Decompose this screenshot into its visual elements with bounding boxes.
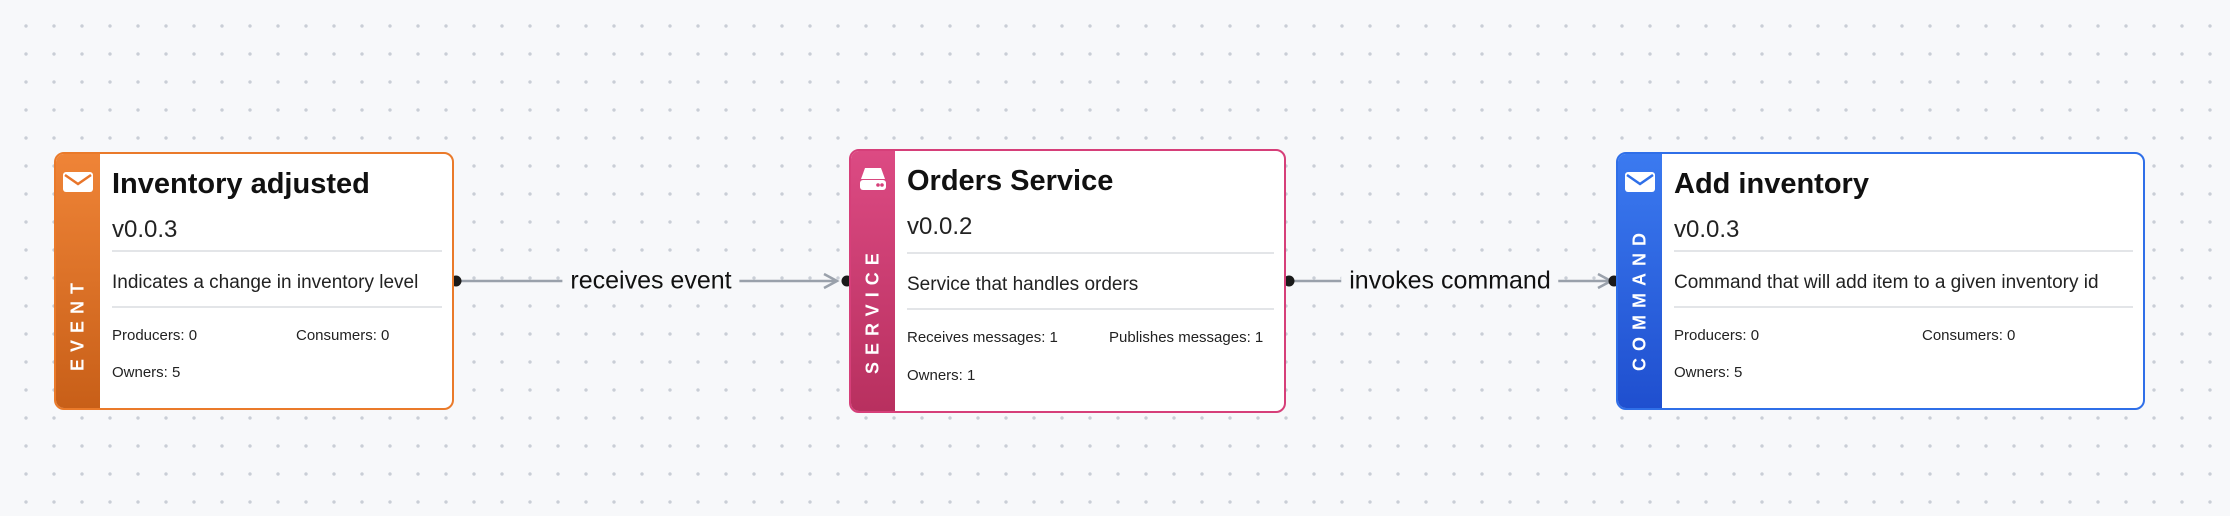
service-node[interactable]: SERVICE Orders Service v0.0.2 Service th…: [849, 149, 1286, 413]
divider: [907, 252, 1274, 254]
event-node-strip: EVENT: [56, 154, 100, 408]
consumers-count: Consumers: 0: [1922, 327, 2016, 344]
service-output-handle[interactable]: [1283, 275, 1295, 287]
node-version: v0.0.3: [112, 216, 178, 243]
command-node-body: Add inventory v0.0.3 Command that will a…: [1674, 154, 2135, 408]
divider: [112, 306, 442, 308]
service-node-body: Orders Service v0.0.2 Service that handl…: [907, 151, 1276, 411]
node-description: Command that will add item to a given in…: [1674, 272, 2099, 293]
node-title: Add inventory: [1674, 168, 1869, 200]
owners-count: Owners: 1: [907, 367, 976, 384]
command-node-strip: COMMAND: [1618, 154, 1662, 408]
envelope-icon: [1625, 172, 1655, 192]
receives-messages-count: Receives messages: 1: [907, 329, 1058, 346]
divider: [907, 308, 1274, 310]
divider: [1674, 250, 2133, 252]
producers-count: Producers: 0: [1674, 327, 1760, 344]
node-kind-label: COMMAND: [1629, 226, 1650, 371]
consumers-count: Consumers: 0: [296, 327, 390, 344]
owners-count: Owners: 5: [1674, 364, 1743, 381]
node-version: v0.0.3: [1674, 216, 1740, 243]
envelope-icon: [63, 172, 93, 192]
node-description: Service that handles orders: [907, 274, 1139, 295]
node-kind-label: EVENT: [67, 275, 88, 371]
server-icon: [860, 168, 886, 190]
node-version: v0.0.2: [907, 213, 973, 240]
event-node[interactable]: EVENT Inventory adjusted v0.0.3 Indicate…: [54, 152, 454, 410]
producers-count: Producers: 0: [112, 327, 198, 344]
command-node[interactable]: COMMAND Add inventory v0.0.3 Command tha…: [1616, 152, 2145, 410]
node-title: Inventory adjusted: [112, 168, 370, 200]
publishes-messages-count: Publishes messages: 1: [1109, 329, 1264, 346]
divider: [112, 250, 442, 252]
divider: [1674, 306, 2133, 308]
node-kind-label: SERVICE: [862, 246, 883, 374]
owners-count: Owners: 5: [112, 364, 181, 381]
edge-label-receives-event: receives event: [562, 262, 740, 300]
event-node-body: Inventory adjusted v0.0.3 Indicates a ch…: [112, 154, 444, 408]
edge-label-invokes-command: invokes command: [1341, 262, 1559, 300]
edge-arrowhead-receives-event: [823, 272, 840, 290]
node-title: Orders Service: [907, 165, 1114, 197]
node-description: Indicates a change in inventory level: [112, 272, 419, 293]
service-node-strip: SERVICE: [851, 151, 895, 411]
